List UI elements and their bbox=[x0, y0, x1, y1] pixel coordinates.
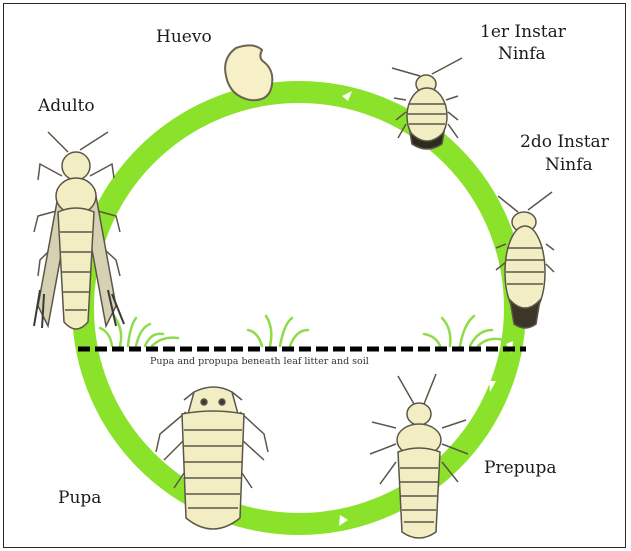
grass-icon bbox=[100, 316, 504, 346]
label-prepupa: Prepupa bbox=[484, 458, 556, 479]
cycle-ring bbox=[83, 92, 515, 524]
label-adult: Adulto bbox=[38, 96, 95, 117]
arrow-icon bbox=[150, 116, 158, 127]
nymph-1-icon bbox=[392, 58, 462, 149]
adult-thrips-icon bbox=[34, 132, 124, 329]
label-pupa: Pupa bbox=[58, 488, 101, 509]
label-egg: Huevo bbox=[156, 27, 212, 48]
label-nymph2-line2: Ninfa bbox=[545, 155, 593, 176]
ground-caption: Pupa and propupa beneath leaf litter and… bbox=[150, 356, 369, 367]
label-nymph2-line1: 2do Instar bbox=[520, 132, 609, 153]
arrow-icon bbox=[122, 396, 130, 407]
label-nymph1-line1: 1er Instar bbox=[480, 22, 566, 43]
label-nymph1-line2: Ninfa bbox=[498, 44, 546, 65]
